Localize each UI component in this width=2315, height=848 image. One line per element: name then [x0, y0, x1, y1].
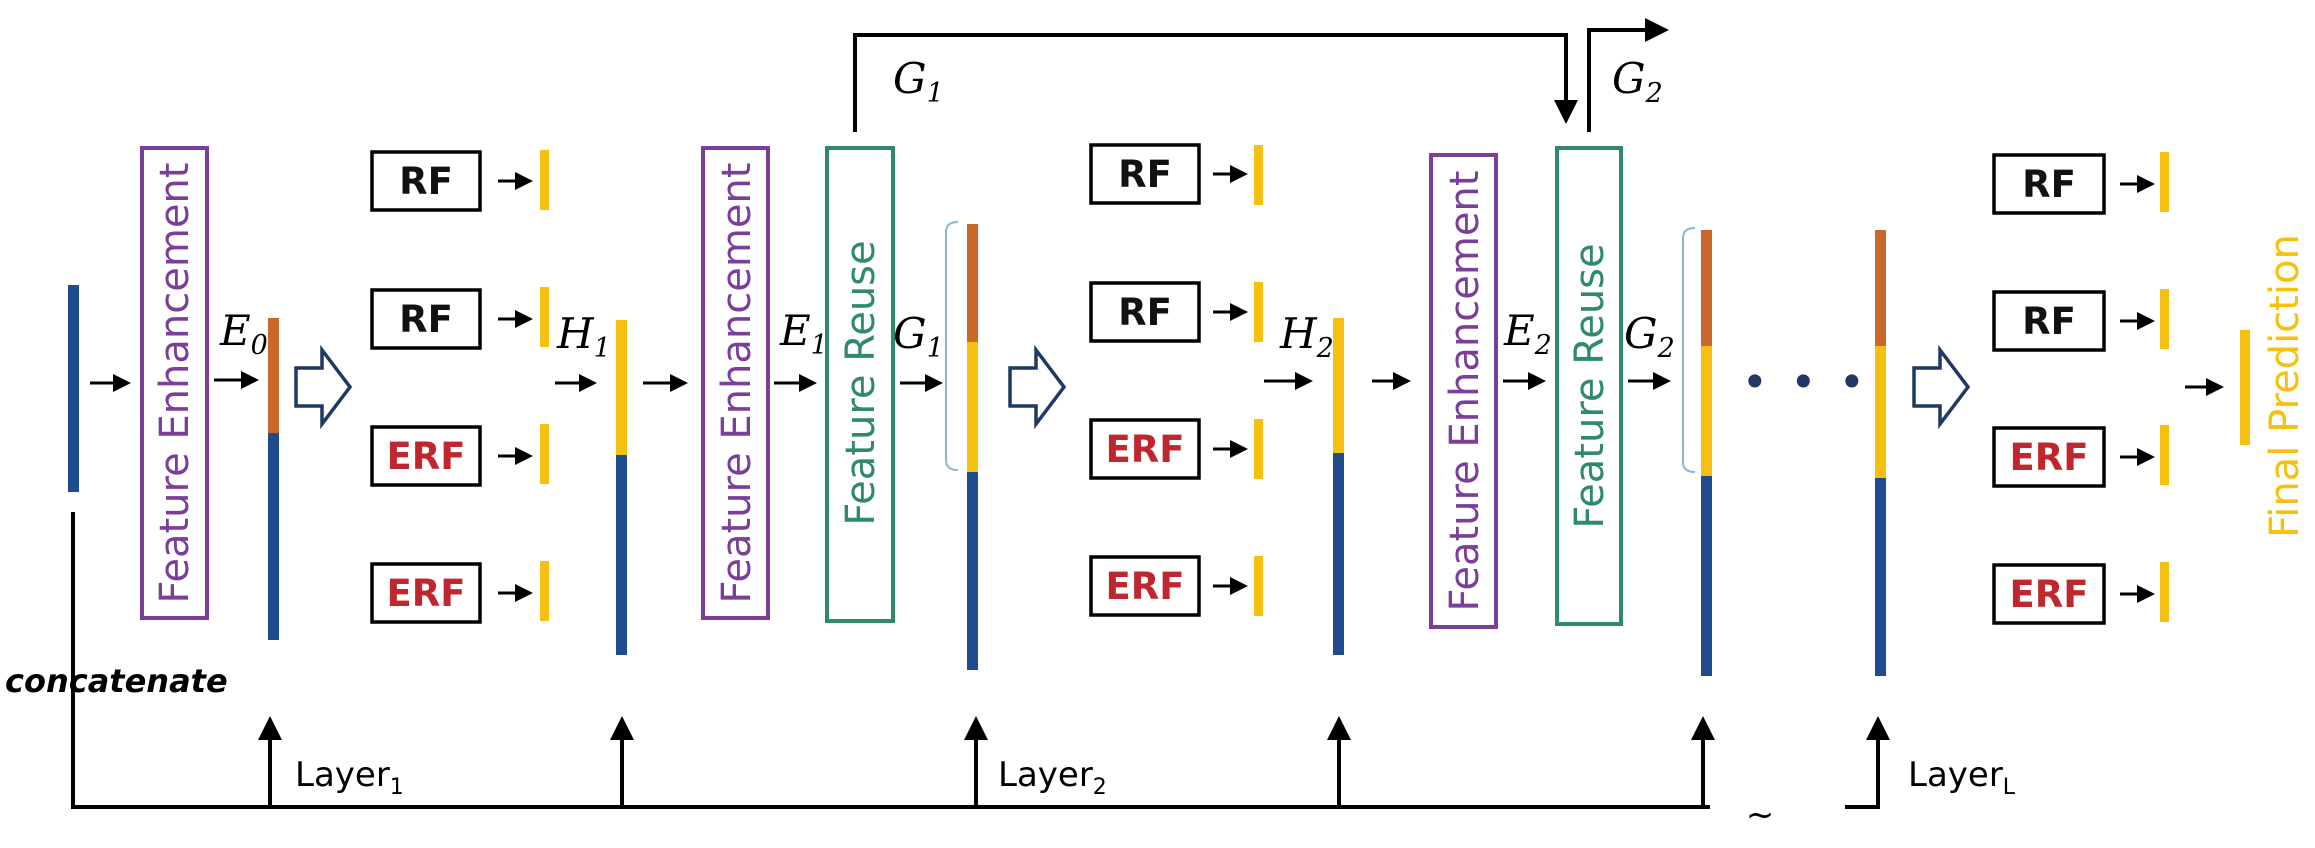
block-arrow-3: [1912, 344, 1971, 430]
block-arrow-1: [294, 344, 353, 430]
ellipsis: • • •: [1743, 361, 1870, 404]
layer-L-label: LayerL: [1908, 755, 2016, 800]
e1-label: E1: [779, 306, 828, 361]
rf-label: RF: [1118, 291, 1172, 334]
g2-top-label: G2: [1612, 54, 1663, 109]
erf-box: [370, 425, 482, 487]
erf-label: ERF: [1105, 565, 1184, 608]
forest-output: [2160, 289, 2169, 349]
rf-box: [1089, 281, 1201, 343]
rf-label: RF: [1118, 153, 1172, 196]
erf-label: ERF: [2009, 573, 2088, 616]
g1-label: G1: [893, 309, 944, 364]
gL-vector-yellow: [1875, 346, 1886, 478]
erf-box: [1992, 426, 2106, 488]
final-prediction-label: Final Prediction: [2262, 234, 2308, 538]
forest-output: [540, 561, 549, 621]
g2-label: G2: [1624, 309, 1675, 364]
rf-label: RF: [399, 298, 453, 341]
forest-block-2: RF RF ERF ERF: [1089, 143, 1263, 617]
g1-vector-navy: [967, 472, 978, 670]
rf-box: [370, 150, 482, 212]
feature-enhancement-box-3: [1429, 153, 1498, 629]
h2-vector-yellow: [1333, 318, 1344, 453]
erf-box: [1992, 563, 2106, 625]
final-prediction-vector: [2240, 330, 2250, 445]
forest-output: [2160, 425, 2169, 485]
forest-output: [540, 287, 549, 347]
h1-vector-yellow: [616, 320, 627, 455]
forest-output: [2160, 562, 2169, 622]
forest-block-1: RF RF ERF ERF: [370, 150, 549, 624]
rf-label: RF: [399, 160, 453, 203]
g2-vector-navy: [1701, 476, 1712, 676]
h1-vector-navy: [616, 455, 627, 655]
rf-box: [1992, 290, 2106, 352]
forest-block-L: RF RF ERF ERF: [1992, 152, 2169, 625]
gL-vector-orange: [1875, 230, 1886, 346]
feature-enhancement-label-1: Feature Enhancement: [152, 163, 198, 604]
layer-2-label: Layer2: [998, 755, 1107, 800]
erf-box: [370, 562, 482, 624]
g1-vector-yellow: [967, 342, 978, 472]
forest-output: [1254, 145, 1263, 205]
erf-label: ERF: [2009, 436, 2088, 479]
h1-label: H1: [556, 309, 611, 364]
feature-reuse-box-1: [825, 146, 895, 623]
h2-label: H2: [1279, 309, 1334, 364]
erf-label: ERF: [1105, 428, 1184, 471]
g1-top-label: G1: [893, 54, 944, 109]
erf-label: ERF: [386, 435, 465, 478]
tilde-symbol: ~: [1746, 795, 1775, 835]
rf-box: [1992, 153, 2106, 215]
h2-vector-navy: [1333, 453, 1344, 655]
concatenate-bus: [71, 512, 1890, 809]
g1-bracket: [945, 221, 959, 471]
g1-vector-orange: [967, 224, 978, 342]
erf-box: [1089, 555, 1201, 617]
feature-reuse-label-1: Feature Reuse: [838, 240, 884, 525]
feature-enhancement-box-2: [701, 146, 770, 620]
feature-reuse-box-2: [1555, 146, 1623, 626]
feature-reuse-label-2: Feature Reuse: [1567, 243, 1613, 528]
g2-bracket: [1682, 227, 1696, 473]
e0-vector-orange: [268, 318, 279, 433]
concatenate-label: concatenate: [5, 662, 228, 700]
e0-label: E0: [219, 306, 268, 361]
rf-box: [1089, 143, 1201, 205]
erf-label: ERF: [386, 572, 465, 615]
g2-vector-orange: [1701, 230, 1712, 346]
forest-output: [1254, 282, 1263, 342]
feature-enhancement-label-2: Feature Enhancement: [714, 163, 760, 604]
feature-enhancement-box-1: [140, 146, 209, 620]
gL-vector-navy: [1875, 478, 1886, 676]
rf-label: RF: [2022, 300, 2076, 343]
forest-output: [1254, 419, 1263, 479]
erf-box: [1089, 418, 1201, 480]
g1-skip-connection: [853, 18, 1669, 132]
forest-output: [1254, 556, 1263, 616]
layer-1-label: Layer1: [295, 755, 404, 800]
forest-output: [2160, 152, 2169, 212]
rf-label: RF: [2022, 163, 2076, 206]
rf-box: [370, 288, 482, 350]
g2-vector-yellow: [1701, 346, 1712, 476]
forest-output: [540, 150, 549, 210]
e0-vector-navy: [268, 433, 279, 640]
e2-label: E2: [1503, 306, 1552, 361]
block-arrow-2: [1008, 344, 1067, 430]
forest-output: [540, 424, 549, 484]
feature-enhancement-label-3: Feature Enhancement: [1442, 171, 1488, 612]
input-feature-vector: [68, 285, 79, 492]
